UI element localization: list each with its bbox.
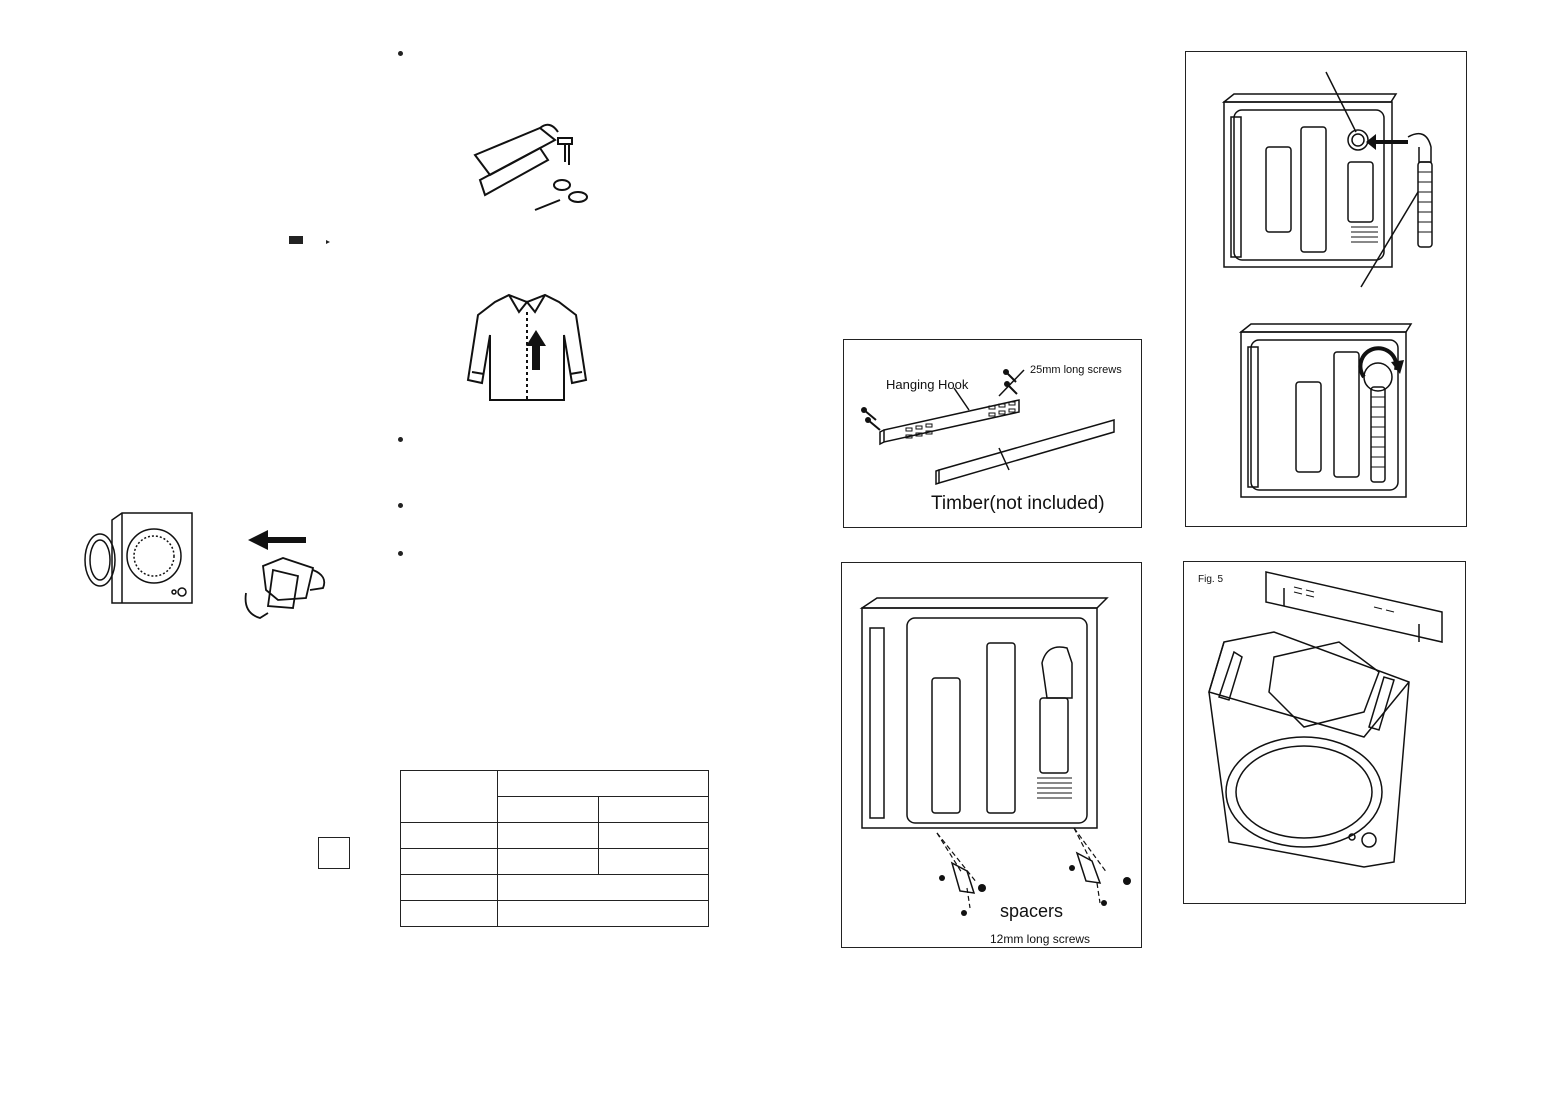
bullet-3 (398, 503, 403, 508)
empty-pockets-illustration (473, 123, 588, 211)
table-cell (497, 848, 599, 875)
fig5-caption: Fig. 5 (1198, 574, 1223, 585)
spacers-figure: spacers 12mm long screws (841, 562, 1142, 948)
table-cell (400, 874, 498, 901)
table-cell (598, 822, 709, 849)
table-cell (497, 900, 709, 927)
table-cell (497, 770, 709, 797)
table-row (401, 796, 709, 823)
table-row (400, 848, 709, 875)
table-cell (598, 796, 709, 823)
timber-label: Timber(not included) (931, 493, 1105, 514)
bullet-4 (398, 551, 403, 556)
hanging-hook-label: Hanging Hook (886, 377, 969, 392)
table-cell (400, 900, 498, 927)
table-cell (497, 874, 709, 901)
table-cell (497, 796, 599, 823)
bullet-1 (398, 51, 403, 56)
spacers-label: spacers (1000, 901, 1063, 921)
table-cell (400, 770, 498, 823)
table-row (400, 900, 709, 927)
25mm-screws-label: 25mm long screws (1030, 364, 1122, 376)
small-mark-square (289, 236, 303, 244)
table-row (400, 822, 709, 849)
dryer-door-open-illustration (84, 512, 193, 604)
fig5-figure: Fig. 5 (1183, 561, 1466, 904)
table-row (400, 770, 709, 823)
load-clothes-illustration (244, 530, 326, 619)
small-mark-arrow (326, 240, 330, 244)
bullet-2 (398, 437, 403, 442)
table-row (400, 874, 709, 901)
shirt-buttons-illustration (466, 293, 588, 401)
spec-table (400, 770, 709, 927)
12mm-screws-label: 12mm long screws (990, 932, 1090, 946)
square-symbol (318, 837, 350, 869)
hanging-hook-figure: Hanging Hook 25mm long screws Timber(not… (843, 339, 1142, 528)
table-cell (400, 848, 498, 875)
table-cell (400, 822, 498, 849)
table-cell (598, 848, 709, 875)
vent-hose-figure (1185, 51, 1467, 527)
table-cell (497, 822, 599, 849)
